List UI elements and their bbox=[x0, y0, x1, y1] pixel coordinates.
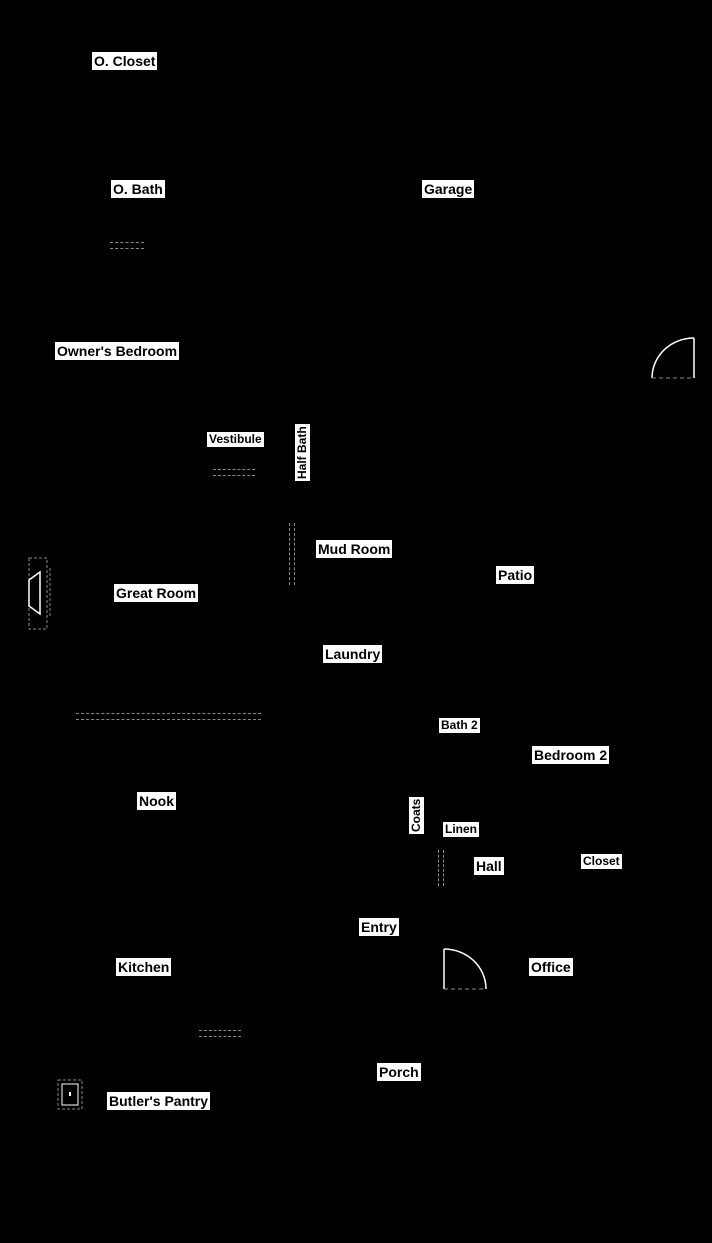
dashed-line-kitchen-upper bbox=[199, 1030, 241, 1031]
room-label-vestibule: Vestibule bbox=[207, 432, 264, 447]
room-label-nook: Nook bbox=[137, 792, 176, 810]
room-label-owners-bedroom: Owner's Bedroom bbox=[55, 342, 180, 360]
room-label-butlers-pantry: Butler's Pantry bbox=[107, 1092, 211, 1110]
room-label-o-bath: O. Bath bbox=[111, 180, 165, 198]
room-label-great-room: Great Room bbox=[114, 584, 199, 602]
room-label-entry: Entry bbox=[359, 918, 399, 936]
room-label-office: Office bbox=[529, 958, 573, 976]
dashed-line-great-room-upper bbox=[76, 713, 261, 714]
fireplace-icon bbox=[28, 557, 51, 630]
room-label-o-closet: O. Closet bbox=[92, 52, 158, 70]
dashed-line-o-bath-lower bbox=[110, 248, 144, 249]
dashed-line-hall-right bbox=[443, 850, 444, 886]
room-label-bath-2: Bath 2 bbox=[439, 718, 480, 733]
dashed-line-great-room-lower bbox=[76, 719, 261, 720]
room-label-mud-room: Mud Room bbox=[316, 540, 393, 558]
room-label-patio: Patio bbox=[496, 566, 535, 584]
room-label-hall: Hall bbox=[474, 857, 504, 875]
dashed-line-kitchen-lower bbox=[199, 1036, 241, 1037]
door-swing-office-icon bbox=[443, 948, 487, 990]
room-label-bedroom-2: Bedroom 2 bbox=[532, 746, 610, 764]
dashed-line-mud-room-left bbox=[289, 523, 290, 585]
dashed-line-vestibule-lower bbox=[213, 475, 255, 476]
room-label-kitchen: Kitchen bbox=[116, 958, 172, 976]
room-label-laundry: Laundry bbox=[323, 645, 383, 663]
room-label-closet: Closet bbox=[581, 854, 622, 869]
room-label-linen: Linen bbox=[443, 822, 479, 837]
room-label-garage: Garage bbox=[422, 180, 475, 198]
pantry-cabinet-icon bbox=[57, 1079, 83, 1110]
dashed-line-hall-left bbox=[438, 850, 439, 886]
door-swing-garage-icon bbox=[651, 337, 695, 379]
dashed-line-vestibule-upper bbox=[213, 469, 255, 470]
dashed-line-o-bath-upper bbox=[110, 242, 144, 243]
dashed-line-mud-room-right bbox=[294, 523, 295, 585]
room-label-porch: Porch bbox=[377, 1063, 421, 1081]
